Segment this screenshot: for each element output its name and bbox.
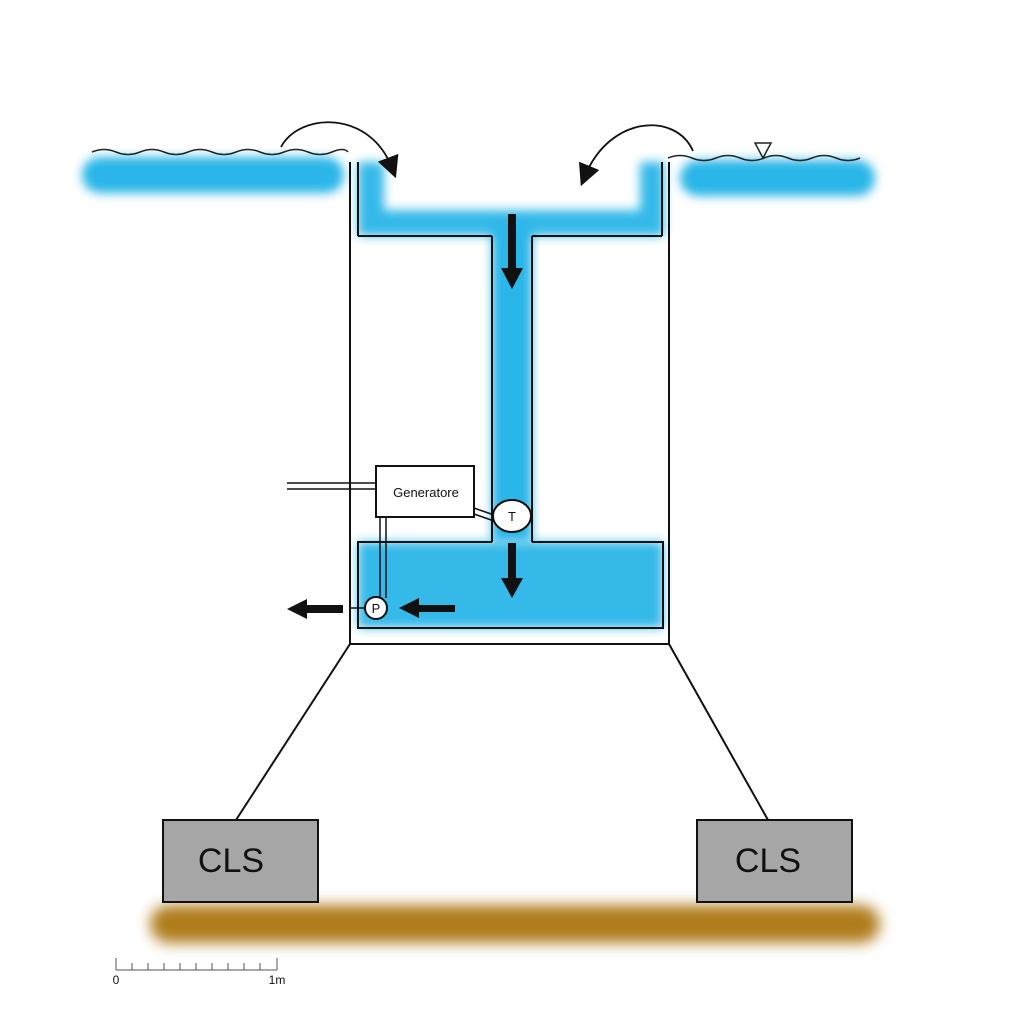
anchor-block-left: CLS	[162, 819, 319, 903]
water-surface-left	[91, 148, 349, 156]
arrow-left-to-pump	[399, 598, 455, 618]
anchor-block-right: CLS	[696, 819, 853, 903]
anchor-left-label: CLS	[198, 842, 264, 880]
sea-water-right	[680, 160, 875, 196]
anchor-right-label: CLS	[735, 842, 801, 880]
chamber-outline	[349, 162, 670, 645]
mooring-line-left	[235, 643, 351, 821]
turbine: T	[492, 499, 532, 533]
pump-shaft	[379, 517, 387, 598]
mooring-line-right	[668, 643, 769, 821]
scale-start-label: 0	[113, 973, 120, 987]
turbine-label: T	[508, 509, 516, 524]
arrow-down-penstock	[501, 214, 523, 289]
sea-water-left	[82, 157, 344, 193]
pump-label: P	[372, 601, 381, 616]
intake-channel-water	[358, 162, 664, 236]
overflow-arrow-left	[280, 121, 399, 179]
water-surface-right	[667, 154, 861, 162]
flow-arrows	[287, 214, 523, 619]
scale-bar	[115, 958, 278, 971]
water-level-symbol	[753, 142, 773, 160]
arrow-left-outlet	[287, 599, 343, 619]
scale-end-label: 1m	[269, 973, 286, 987]
generator: Generatore	[375, 465, 475, 518]
seabed	[150, 905, 880, 943]
generator-label: Generatore	[393, 485, 459, 500]
turbine-shaft	[473, 507, 495, 522]
pump: P	[350, 596, 388, 620]
power-cable	[287, 482, 376, 490]
overflow-arrow-right	[579, 124, 694, 187]
arrow-down-reservoir	[501, 543, 523, 598]
